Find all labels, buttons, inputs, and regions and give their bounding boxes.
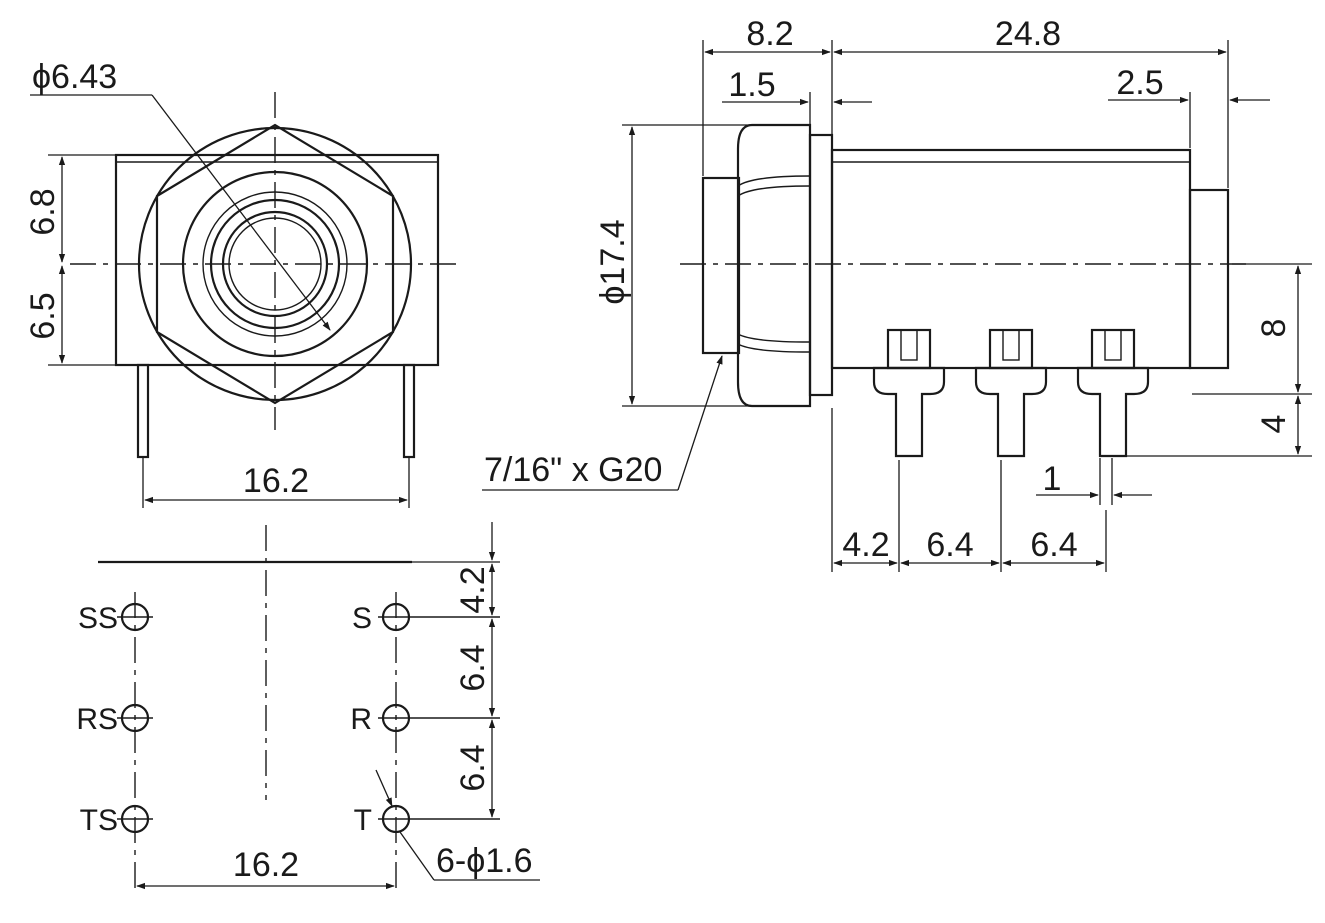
pcb-label-rs: RS [76, 703, 118, 736]
pcb-pitch-2-dimension: 6.4 [454, 744, 492, 791]
side-body-length-dimension: 24.8 [995, 15, 1061, 53]
pcb-hole [117, 703, 153, 733]
pcb-label-ts: TS [80, 804, 118, 837]
front-body-outline [114, 153, 440, 367]
side-pin [1076, 328, 1150, 458]
side-pin [974, 328, 1048, 458]
pcb-hole [117, 602, 153, 632]
front-upper-height-dimension: 6.8 [24, 188, 62, 235]
pcb-label-s: S [352, 602, 372, 635]
pcb-hole [378, 703, 500, 733]
pcb-label-t: T [354, 804, 372, 837]
pcb-hole-spec: 6-ϕ1.6 [436, 842, 533, 880]
side-pin-height-dimension: 8 [1255, 319, 1293, 338]
front-hole-dimension: ϕ6.43 [32, 58, 117, 96]
side-end-cap [1188, 188, 1230, 370]
side-washer-dimension: 1.5 [728, 66, 775, 104]
pcb-hole [378, 602, 500, 632]
front-pin-left [136, 363, 150, 459]
front-pin-right [402, 363, 416, 459]
pcb-label-ss: SS [78, 602, 118, 635]
side-pitch-second-dimension: 6.4 [926, 526, 973, 564]
side-washer [808, 133, 834, 397]
side-body [830, 148, 1192, 370]
pcb-pitch-1-dimension: 6.4 [454, 644, 492, 691]
pcb-label-r: R [350, 703, 372, 736]
front-width-dimension: 16.2 [243, 462, 309, 500]
side-thread-callout: 7/16" x G20 [484, 451, 662, 489]
side-nut-length-dimension: 8.2 [746, 15, 793, 53]
pcb-hole [117, 804, 153, 834]
side-diameter-dimension: ϕ17.4 [594, 219, 632, 304]
side-end-cap-dimension: 2.5 [1116, 64, 1163, 102]
side-pitch-third-dimension: 6.4 [1030, 526, 1077, 564]
front-lower-height-dimension: 6.5 [24, 292, 62, 339]
side-view: 8.2 24.8 1.5 2.5 ϕ17.4 7/16" x G20 8 4 [482, 15, 1312, 572]
side-pitch-first-dimension: 4.2 [842, 526, 889, 564]
side-pin-width-dimension: 1 [1043, 460, 1062, 498]
pcb-offset-dimension: 4.2 [454, 566, 492, 613]
pcb-hole [378, 804, 500, 834]
pcb-width-dimension: 16.2 [233, 846, 299, 884]
side-pin [872, 328, 946, 458]
pcb-layout: SS RS TS S R T 4.2 6.4 6.4 6-ϕ1.6 16.2 [76, 522, 540, 892]
side-hex-nut [736, 123, 812, 408]
side-pin-length-dimension: 4 [1255, 415, 1293, 434]
front-view: ϕ6.43 6.8 6.5 16.2 [24, 58, 460, 508]
side-thread-stub [701, 176, 741, 355]
